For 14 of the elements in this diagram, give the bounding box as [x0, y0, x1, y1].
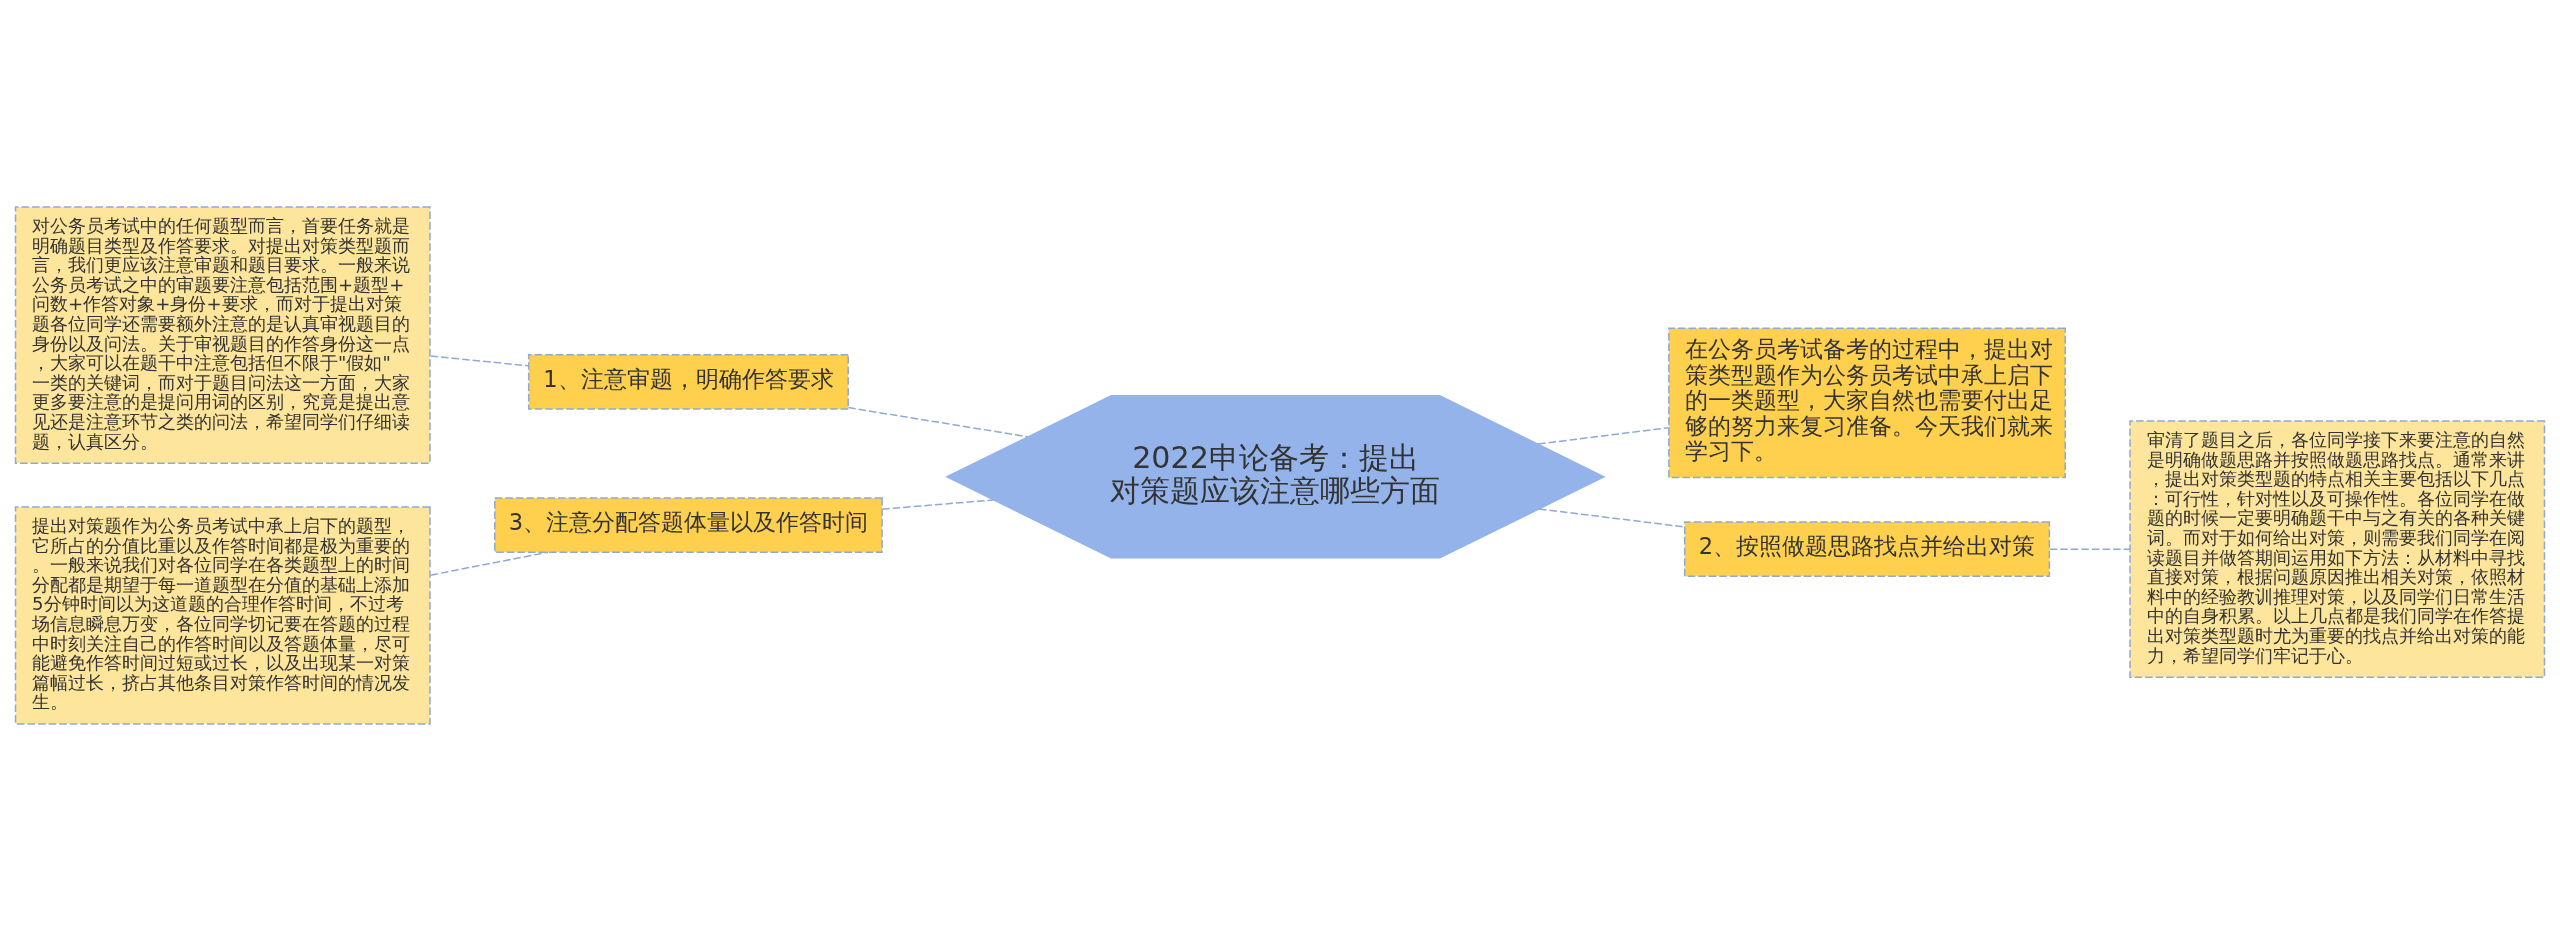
node-box: 提出对策题作为公务员考试中承上启下的题型，它所占的分值比重以及作答时间都是极为重要的。一般来说我们对各位同学在各类题型上的时间分配都是期望于每一道题型在分值的基础上添加5分钟时间以为这道题的合理作答时间，不过考场信息瞬息万变，各位同学切记要在答题的过程中时刻关注自己的作答时间以及答题体量，尽可能避免作答时间过短或过长，以及出现某一对策篇幅过长，挤占其他条目对策作答时间的情况发生。 [14, 505, 431, 725]
connector [881, 498, 995, 510]
node-box: 1、注意审题，明确作答要求 [527, 353, 849, 410]
node-box: 审清了题目之后，各位同学接下来要注意的自然是明确做题思路并按照做题思路找点。通常来讲，提出对策类型题的特点相关主要包括以下几点：可行性，针对性以及可操作性。各位同学在做题的时候一定要明确题干中与之有关的各种关键词。而对于如何给出对策，则需要我们同学在阅读题目并做答期间运用如下方法：从材料中寻找直接对策，根据问题原因推出相关对策，依照材料中的经验教训推理对策，以及同学们日常生活中的自身积累。以上几点都是我们同学在作答提出对策类型题时尤为重要的找点并给出对策的能力，希望同学们牢记于心。 [2129, 419, 2546, 678]
connector [847, 406, 1029, 437]
connector [429, 354, 529, 367]
connector [1537, 426, 1670, 445]
connector [429, 550, 549, 576]
node-box: 对公务员考试中的任何题型而言，首要任务就是明确题目类型及作答要求。对提出对策类型题而言，我们更应该注意审题和题目要求。一般来说公务员考试之中的审题要注意包括范围+题型+问数+作答对象+身份+要求，而对于提出对策题各位同学还需要额外注意的是认真审视题目的身份以及问法。关于审视题目的作答身份这一点，大家可以在题干中注意包括但不限于"假如"一类的关键词，而对于题目问法这一方面，大家更多要注意的是提问用词的区别，究竟是提出意见还是注意环节之类的问法，希望同学们仔细读题，认真区分。 [14, 205, 431, 464]
node-box: 3、注意分配答题体量以及作答时间 [494, 496, 883, 553]
connector [1538, 507, 1686, 528]
connector [2049, 547, 2131, 550]
node-box: 在公务员考试备考的过程中，提出对策类型题作为公务员考试中承上启下的一类题型，大家自然也需要付出足够的努力来复习准备。今天我们就来学习下。 [1668, 327, 2066, 478]
node-box: 2、按照做题思路找点并给出对策 [1683, 520, 2051, 577]
